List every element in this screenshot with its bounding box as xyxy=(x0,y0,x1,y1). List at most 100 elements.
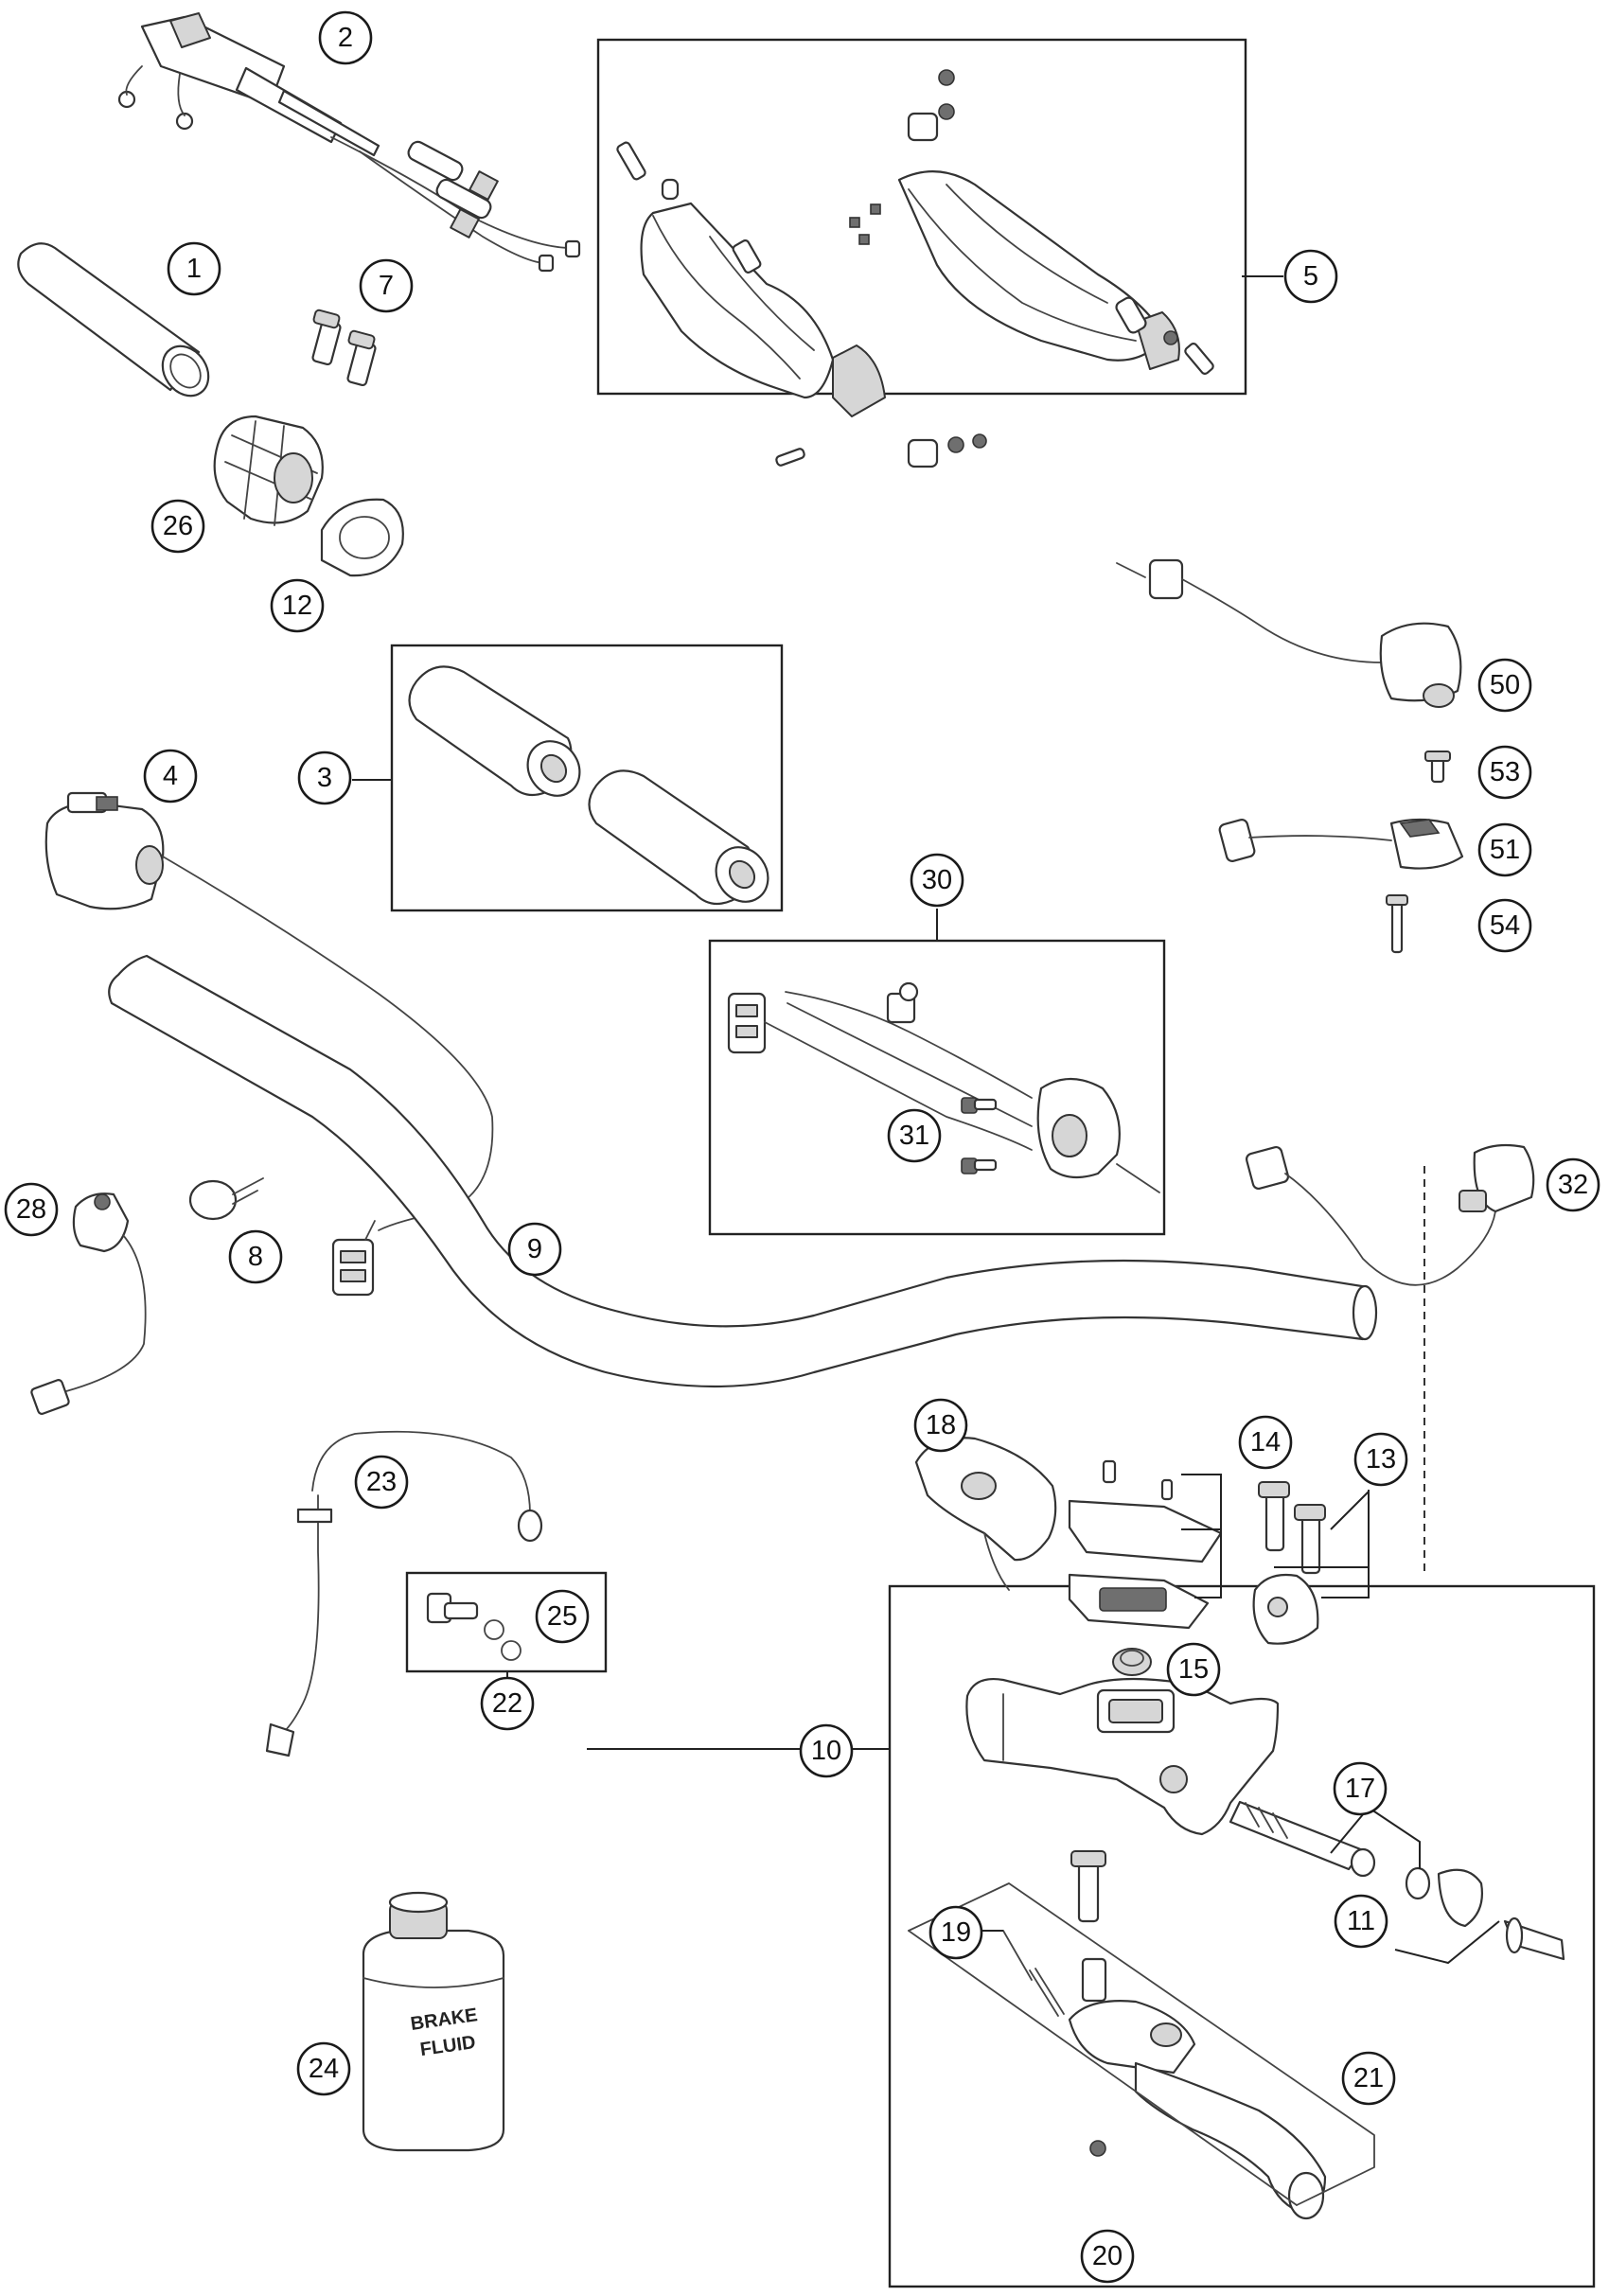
svg-text:17: 17 xyxy=(1345,1774,1375,1804)
callout-5: 5 xyxy=(1283,249,1338,304)
callout-15: 15 xyxy=(1166,1642,1221,1697)
svg-text:14: 14 xyxy=(1250,1427,1281,1457)
clutch-clamp-18 xyxy=(914,1437,1057,1591)
callout-24: 24 xyxy=(296,2041,351,2096)
master-cylinder-body xyxy=(965,1677,1280,1836)
grips-pair xyxy=(408,665,769,906)
lever-pivot-bolt xyxy=(1070,1850,1107,2003)
callout-14: 14 xyxy=(1238,1415,1293,1470)
svg-text:11: 11 xyxy=(1347,1906,1375,1936)
leader-14 xyxy=(1181,1474,1222,1598)
callout-10: 10 xyxy=(799,1723,854,1778)
svg-text:54: 54 xyxy=(1490,910,1520,941)
callout-8: 8 xyxy=(228,1229,283,1284)
clamp-13 xyxy=(1252,1481,1326,1645)
throttle-assembly xyxy=(117,12,581,273)
svg-text:12: 12 xyxy=(282,591,312,621)
svg-text:7: 7 xyxy=(379,271,394,301)
svg-text:21: 21 xyxy=(1353,2063,1384,2093)
svg-text:53: 53 xyxy=(1490,757,1520,787)
handlebar xyxy=(108,954,1378,1388)
cable-tie xyxy=(188,1177,264,1221)
callout-21: 21 xyxy=(1341,2051,1396,2106)
clutch-master-cylinder-box xyxy=(888,1584,1596,2288)
leader-13 xyxy=(1274,1490,1370,1598)
callout-26: 26 xyxy=(150,499,205,554)
screws-31 xyxy=(961,1097,998,1174)
switch-28 xyxy=(30,1192,147,1415)
svg-text:22: 22 xyxy=(492,1688,522,1719)
callout-19: 19 xyxy=(928,1905,983,1960)
callout-20: 20 xyxy=(1080,2229,1135,2284)
hand-guards xyxy=(616,69,1214,468)
brake-fluid-bottle: BRAKE FLUID xyxy=(362,1891,505,2152)
screws-7 xyxy=(311,309,377,387)
callout-13: 13 xyxy=(1353,1432,1408,1487)
callout-3: 3 xyxy=(297,751,352,805)
hand-guard-kit-box xyxy=(596,38,1247,396)
svg-text:8: 8 xyxy=(248,1242,263,1272)
callout-31: 31 xyxy=(887,1108,942,1163)
callout-4: 4 xyxy=(143,749,198,804)
callout-53: 53 xyxy=(1477,745,1532,800)
switch-32 xyxy=(1245,1143,1535,1573)
banjo-bolt xyxy=(426,1592,522,1661)
svg-text:15: 15 xyxy=(1178,1654,1209,1685)
svg-text:10: 10 xyxy=(811,1736,841,1766)
svg-text:30: 30 xyxy=(922,865,952,895)
svg-text:28: 28 xyxy=(16,1194,46,1225)
switch-50-assembly xyxy=(1116,558,1462,708)
callout-32: 32 xyxy=(1546,1157,1600,1212)
grip-set-box xyxy=(390,644,784,912)
callout-50: 50 xyxy=(1477,658,1532,713)
callout-11: 11 xyxy=(1334,1894,1388,1949)
connector-plug xyxy=(331,1220,376,1297)
switch-51-assembly xyxy=(1218,818,1464,870)
callout-54: 54 xyxy=(1477,898,1532,953)
throttle-housing xyxy=(213,415,324,526)
svg-text:31: 31 xyxy=(899,1121,929,1151)
reservoir-cover-14 xyxy=(1068,1459,1223,1630)
clutch-lever-20 xyxy=(1068,2000,1327,2220)
wiring-harness xyxy=(727,981,1160,1193)
svg-text:25: 25 xyxy=(547,1601,577,1632)
boot-11 xyxy=(1405,1866,1565,1961)
svg-text:3: 3 xyxy=(317,763,332,793)
callout-25: 25 xyxy=(535,1589,590,1644)
piston-17 xyxy=(1229,1800,1376,1878)
svg-text:20: 20 xyxy=(1092,2241,1123,2271)
left-switch xyxy=(44,791,494,1231)
svg-text:13: 13 xyxy=(1366,1444,1396,1475)
svg-text:32: 32 xyxy=(1558,1170,1588,1200)
callout-28: 28 xyxy=(4,1182,59,1237)
svg-text:51: 51 xyxy=(1490,835,1520,865)
svg-text:26: 26 xyxy=(163,511,193,541)
callout-51: 51 xyxy=(1477,822,1532,877)
svg-text:19: 19 xyxy=(941,1917,971,1948)
callout-30: 30 xyxy=(910,853,964,908)
svg-text:5: 5 xyxy=(1303,261,1318,291)
svg-text:1: 1 xyxy=(186,254,202,284)
leader-11 xyxy=(1394,1920,1500,1965)
diaphragm-15 xyxy=(1112,1648,1152,1676)
hydraulic-line xyxy=(265,1430,543,1757)
callout-18: 18 xyxy=(913,1398,968,1453)
callout-7: 7 xyxy=(359,258,414,313)
svg-text:24: 24 xyxy=(309,2054,339,2084)
callout-23: 23 xyxy=(354,1455,409,1510)
callout-2: 2 xyxy=(318,10,373,65)
callout-17: 17 xyxy=(1333,1761,1388,1816)
svg-text:4: 4 xyxy=(163,761,178,791)
spring-19 xyxy=(1002,1930,1065,2017)
throttle-cover xyxy=(320,498,404,577)
svg-text:9: 9 xyxy=(527,1234,542,1264)
callout-22: 22 xyxy=(480,1676,535,1731)
svg-text:50: 50 xyxy=(1490,670,1520,700)
callout-9: 9 xyxy=(507,1222,562,1277)
screw-53 xyxy=(1424,751,1451,784)
svg-text:18: 18 xyxy=(926,1410,956,1440)
svg-text:2: 2 xyxy=(338,23,353,53)
screw-54 xyxy=(1386,894,1408,954)
